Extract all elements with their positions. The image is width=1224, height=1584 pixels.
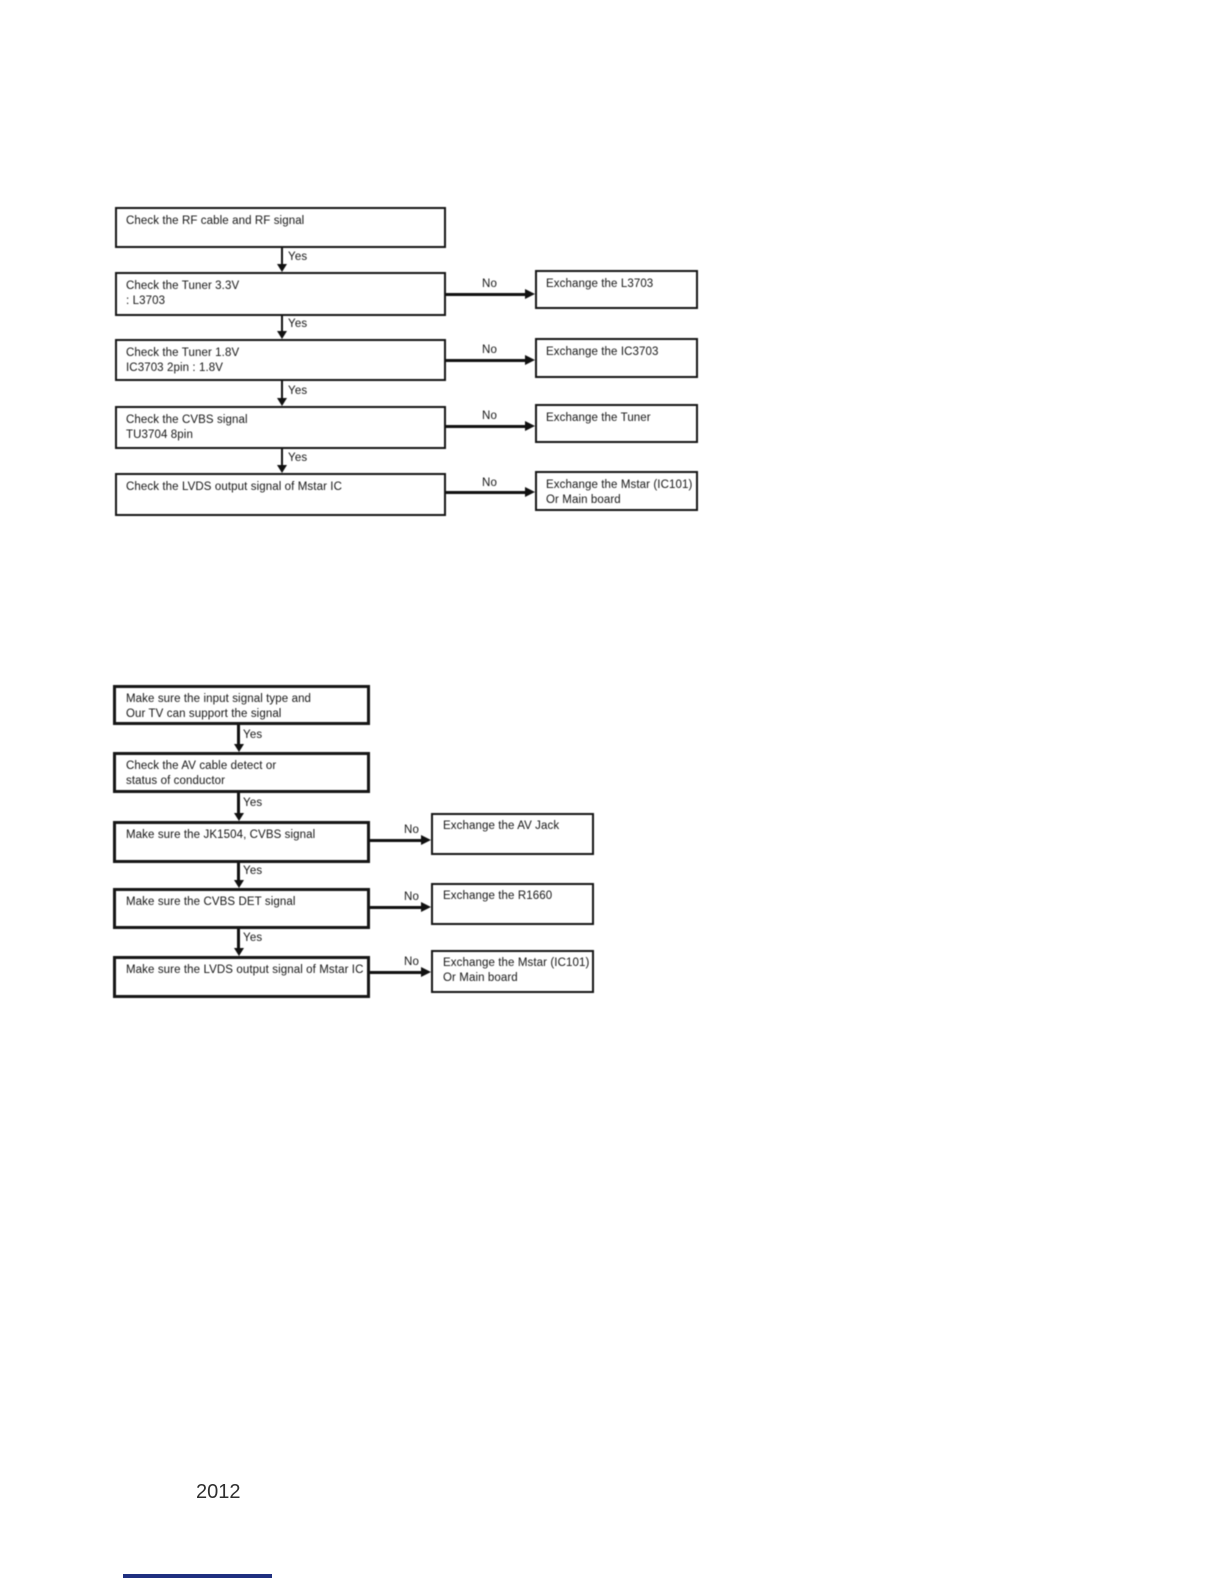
fc1-action-box-3: Exchange the Tuner	[535, 404, 698, 443]
fc2-no-label-2: No	[404, 891, 420, 903]
fc2-action-3-text-line-1: Exchange the Mstar (IC101)	[443, 957, 590, 969]
fc1-yes-arrow-4	[277, 449, 287, 473]
fc1-yes-arrow-2	[277, 316, 287, 339]
fc2-step-1-text-line-2: Our TV can support the signal	[126, 708, 282, 720]
fc1-yes-label-4: Yes	[288, 452, 308, 464]
fc1-step-1-text: Check the RF cable and RF signal	[126, 215, 305, 227]
fc1-step-box-5: Check the LVDS output signal of Mstar IC	[115, 473, 446, 516]
fc2-yes-label-4: Yes	[243, 932, 263, 944]
fc2-no-label-1: No	[404, 824, 420, 836]
fc2-action-box-1: Exchange the AV Jack	[431, 813, 594, 855]
fc2-action-box-3: Exchange the Mstar (IC101) Or Main board	[431, 950, 594, 993]
fc2-yes-label-2: Yes	[243, 797, 263, 809]
fc1-no-connector-3	[446, 421, 535, 431]
fc1-action-box-1: Exchange the L3703	[535, 270, 698, 309]
fc2-step-1-text-line-1: Make sure the input signal type and	[126, 693, 312, 705]
fc2-step-box-4: Make sure the CVBS DET signal	[113, 888, 370, 929]
fc2-step-5-text: Make sure the LVDS output signal of Msta…	[126, 964, 364, 976]
fc1-action-4-text-line-1: Exchange the Mstar (IC101)	[546, 479, 693, 491]
fc1-step-5-text: Check the LVDS output signal of Mstar IC	[126, 481, 342, 493]
fc2-no-connector-3	[370, 967, 431, 977]
fc2-step-box-5: Make sure the LVDS output signal of Msta…	[113, 956, 370, 998]
fc1-yes-arrow-3	[277, 381, 287, 406]
fc1-step-3-text-line-2: IC3703 2pin : 1.8V	[126, 362, 224, 374]
fc2-no-connector-2	[370, 902, 431, 912]
fc1-action-box-2: Exchange the IC3703	[535, 338, 698, 378]
fc1-step-box-2: Check the Tuner 3.3V : L3703	[115, 272, 446, 316]
fc2-action-2-text: Exchange the R1660	[443, 890, 553, 902]
fc1-no-connector-4	[446, 487, 535, 497]
fc1-action-3-text: Exchange the Tuner	[546, 412, 651, 424]
fc2-yes-label-1: Yes	[243, 729, 263, 741]
fc2-yes-arrow-4	[233, 929, 244, 956]
fc1-action-box-4: Exchange the Mstar (IC101) Or Main board	[535, 471, 698, 511]
fc1-no-connector-2	[446, 355, 535, 365]
fc1-step-2-text-line-2: : L3703	[126, 295, 166, 307]
fc1-step-3-text-line-1: Check the Tuner 1.8V	[126, 347, 240, 359]
fc2-action-1-text: Exchange the AV Jack	[443, 820, 560, 832]
fc1-no-label-4: No	[482, 477, 498, 489]
fc2-step-box-3: Make sure the JK1504, CVBS signal	[113, 821, 370, 863]
fc2-action-3-text-line-2: Or Main board	[443, 972, 518, 984]
fc1-step-4-text-line-1: Check the CVBS signal	[126, 414, 248, 426]
fc2-yes-arrow-2	[233, 793, 244, 821]
fc1-no-connector-1	[446, 289, 535, 299]
fc1-step-box-1: Check the RF cable and RF signal	[115, 207, 446, 248]
fc2-step-3-text: Make sure the JK1504, CVBS signal	[126, 829, 316, 841]
fc1-yes-arrow-1	[277, 248, 287, 272]
fc1-no-label-3: No	[482, 410, 498, 422]
fc2-no-connector-1	[370, 835, 431, 845]
fc1-step-4-text-line-2: TU3704 8pin	[126, 429, 193, 441]
fc2-action-box-2: Exchange the R1660	[431, 883, 594, 925]
fc1-yes-label-2: Yes	[288, 318, 308, 330]
fc1-action-4-text-line-2: Or Main board	[546, 494, 621, 506]
fc2-yes-label-3: Yes	[243, 865, 263, 877]
fc1-action-1-text: Exchange the L3703	[546, 278, 654, 290]
fc1-step-2-text-line-1: Check the Tuner 3.3V	[126, 280, 240, 292]
fc1-step-box-3: Check the Tuner 1.8V IC3703 2pin : 1.8V	[115, 339, 446, 381]
fc2-yes-arrow-1	[233, 725, 244, 752]
fc2-no-label-3: No	[404, 956, 420, 968]
fc1-action-2-text: Exchange the IC3703	[546, 346, 659, 358]
fc2-step-2-text-line-2: status of conductor	[126, 775, 226, 787]
fc2-step-box-2: Check the AV cable detect or status of c…	[113, 752, 370, 793]
footer-rule	[123, 1574, 272, 1578]
fc1-yes-label-3: Yes	[288, 385, 308, 397]
fc2-step-box-1: Make sure the input signal type and Our …	[113, 685, 370, 725]
fc1-step-box-4: Check the CVBS signal TU3704 8pin	[115, 406, 446, 449]
fc1-no-label-1: No	[482, 278, 498, 290]
fc2-step-4-text: Make sure the CVBS DET signal	[126, 896, 296, 908]
fc2-yes-arrow-3	[233, 863, 244, 888]
footer-year: 2012	[196, 1481, 241, 1503]
fc1-yes-label-1: Yes	[288, 251, 308, 263]
fc2-step-2-text-line-1: Check the AV cable detect or	[126, 760, 277, 772]
fc1-no-label-2: No	[482, 344, 498, 356]
